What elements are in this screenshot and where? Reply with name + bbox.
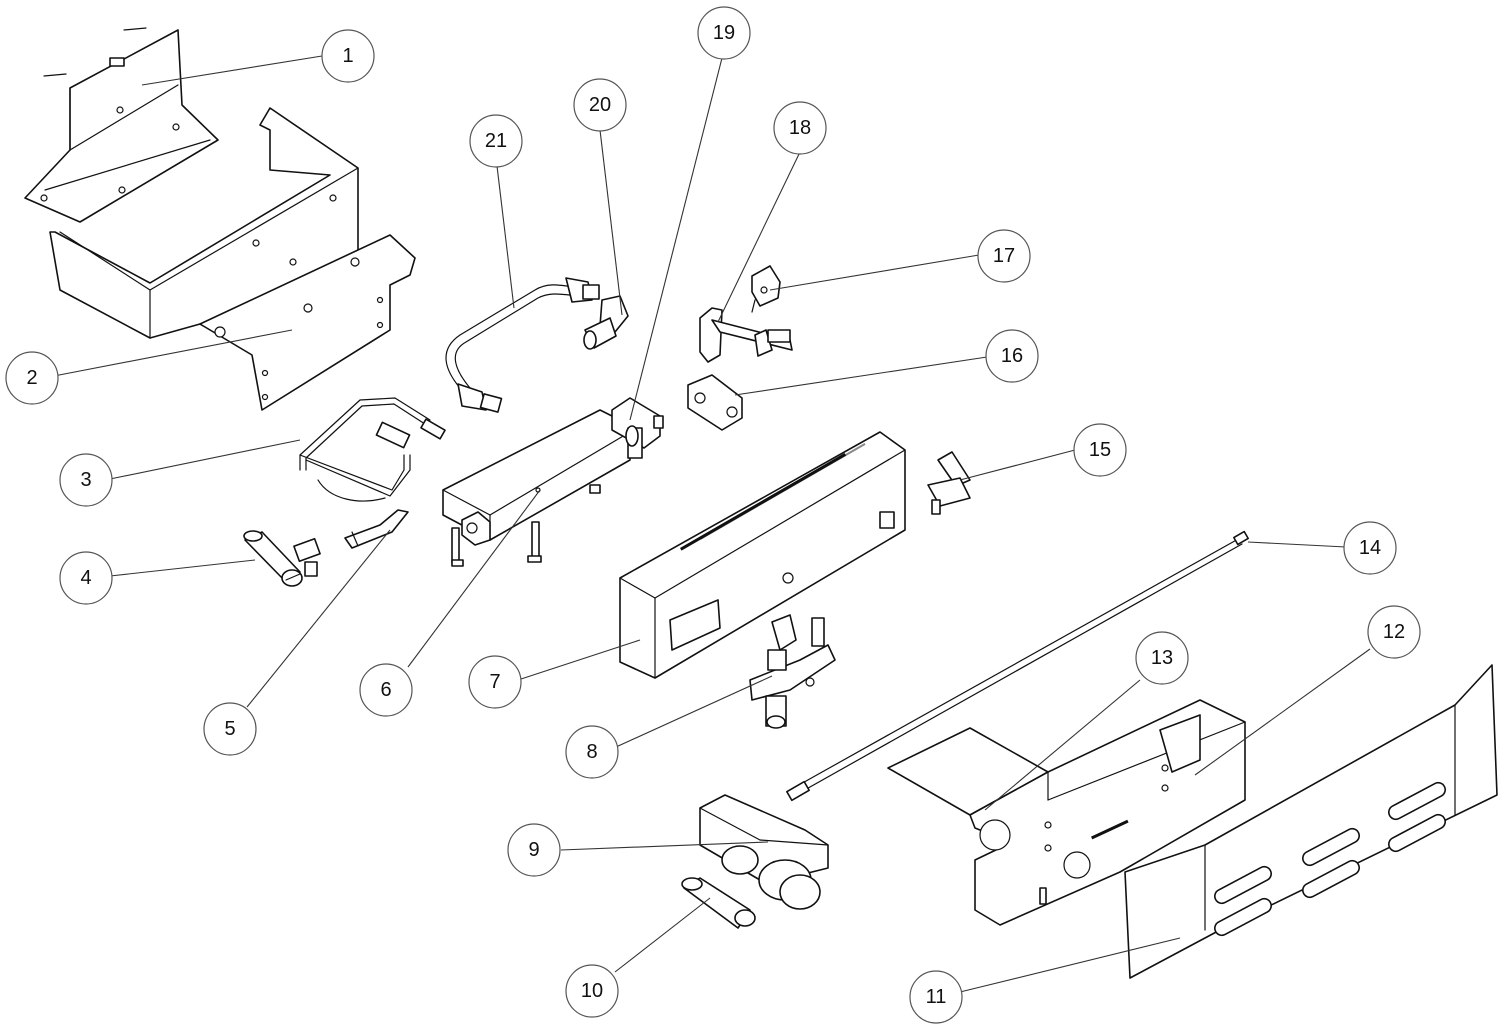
callout-circle <box>5 351 59 405</box>
part-21-supply-pipe <box>445 277 600 413</box>
callout-19: 19 <box>697 6 751 60</box>
callout-21: 21 <box>469 114 523 168</box>
callout-circle <box>203 702 257 756</box>
callout-number: 3 <box>80 469 91 491</box>
callout-6: 6 <box>359 663 413 717</box>
part-20-elbow <box>583 295 629 350</box>
callout-circle <box>59 453 113 507</box>
callout-13: 13 <box>1135 631 1189 685</box>
part-11-front-panel <box>1124 664 1498 979</box>
part-16-connector <box>687 374 743 431</box>
part-6-manifold <box>442 409 631 567</box>
part-17-switch <box>751 265 781 313</box>
callout-number: 4 <box>80 567 91 589</box>
callout-circle <box>1343 521 1397 575</box>
callout-circle <box>359 663 413 717</box>
callout-circle <box>1073 423 1127 477</box>
callout-number: 7 <box>489 671 500 693</box>
callout-circle <box>909 970 963 1024</box>
part-8-pilot <box>749 614 836 729</box>
callout-number: 16 <box>1001 345 1023 367</box>
callout-5: 5 <box>203 702 257 756</box>
callout-number: 9 <box>528 839 539 861</box>
callout-number: 11 <box>926 986 947 1008</box>
callout-circle <box>977 229 1031 283</box>
callout-circle <box>507 823 561 877</box>
callout-number: 5 <box>224 718 235 740</box>
callout-number: 21 <box>485 130 507 152</box>
part-18-bracket <box>699 307 793 363</box>
part-3-pilot-tube <box>299 397 446 502</box>
callout-number: 13 <box>1151 647 1173 669</box>
callout-2: 2 <box>5 351 59 405</box>
callout-circle <box>1135 631 1189 685</box>
callout-number: 17 <box>993 245 1015 267</box>
callout-circle <box>321 29 375 83</box>
part-19-fitting <box>611 397 664 459</box>
callout-number: 6 <box>380 679 391 701</box>
callout-17: 17 <box>977 229 1031 283</box>
callout-1: 1 <box>321 29 375 83</box>
callout-14: 14 <box>1343 521 1397 575</box>
callout-circle <box>1367 605 1421 659</box>
callout-circle <box>469 114 523 168</box>
callout-number: 12 <box>1383 621 1405 643</box>
callout-circle <box>59 551 113 605</box>
part-1-bracket <box>24 27 219 223</box>
leader-lines <box>53 55 1371 993</box>
part-15-clip <box>927 451 971 515</box>
callout-3: 3 <box>59 453 113 507</box>
callout-8: 8 <box>565 725 619 779</box>
callout-number: 14 <box>1359 537 1381 559</box>
callout-12: 12 <box>1367 605 1421 659</box>
callout-18: 18 <box>773 101 827 155</box>
callout-number: 10 <box>581 980 603 1002</box>
callout-16: 16 <box>985 329 1039 383</box>
callout-number: 20 <box>589 94 611 116</box>
callout-circle <box>773 101 827 155</box>
callout-4: 4 <box>59 551 113 605</box>
callout-20: 20 <box>573 78 627 132</box>
callout-number: 1 <box>342 45 353 67</box>
part-12-control-bracket <box>969 699 1246 926</box>
vent-slots <box>1214 781 1446 937</box>
part-14-rod <box>786 530 1249 802</box>
part-4-fitting <box>243 530 321 587</box>
callout-circle <box>565 725 619 779</box>
callout-11: 11 <box>909 970 963 1024</box>
callout-number: 8 <box>586 741 597 763</box>
callout-7: 7 <box>468 655 522 709</box>
part-9-valve <box>699 794 829 910</box>
callout-number: 18 <box>789 117 811 139</box>
callout-circle <box>697 6 751 60</box>
callout-15: 15 <box>1073 423 1127 477</box>
callout-10: 10 <box>565 964 619 1018</box>
part-2-tray <box>49 107 416 411</box>
callout-circle <box>985 329 1039 383</box>
callout-number: 19 <box>713 22 735 44</box>
callout-circle <box>573 78 627 132</box>
part-7-housing <box>619 431 906 679</box>
callout-number: 2 <box>26 367 37 389</box>
part-5-hose <box>344 509 409 549</box>
callout-number: 15 <box>1089 439 1111 461</box>
callout-circle <box>565 964 619 1018</box>
callout-circle <box>468 655 522 709</box>
part-10-battery <box>681 877 756 929</box>
callout-9: 9 <box>507 823 561 877</box>
